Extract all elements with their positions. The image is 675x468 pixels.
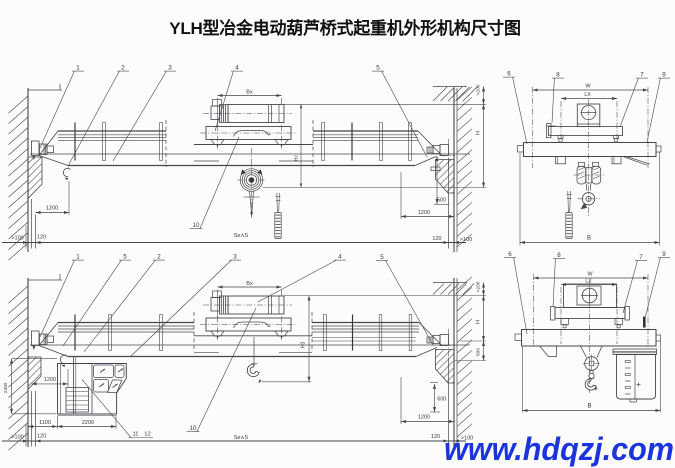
svg-text:9: 9 — [662, 251, 666, 258]
svg-text:>100: >100 — [11, 236, 23, 242]
svg-text:>100: >100 — [11, 435, 23, 441]
svg-text:www.hdqzj.com: www.hdqzj.com — [444, 431, 674, 467]
svg-text:1100: 1100 — [39, 420, 51, 426]
svg-text:3: 3 — [168, 65, 172, 72]
svg-text:4: 4 — [338, 254, 342, 261]
svg-text:LX: LX — [584, 92, 591, 98]
svg-text:7: 7 — [639, 254, 643, 261]
svg-text:1200: 1200 — [418, 210, 430, 216]
svg-text:B: B — [587, 404, 591, 410]
svg-text:1: 1 — [76, 65, 80, 72]
svg-text:500: 500 — [437, 198, 446, 204]
svg-text:H2: H2 — [294, 155, 299, 161]
svg-text:6: 6 — [508, 251, 512, 258]
svg-text:H: H — [476, 131, 482, 135]
svg-text:120: 120 — [37, 434, 46, 440]
svg-text:2: 2 — [157, 254, 161, 261]
svg-text:4: 4 — [235, 65, 239, 72]
svg-text:12: 12 — [144, 432, 150, 438]
svg-text:H: H — [476, 320, 482, 324]
svg-text:2300: 2300 — [3, 382, 9, 393]
svg-text:W: W — [585, 84, 591, 90]
svg-text:9: 9 — [662, 72, 666, 79]
svg-text:10: 10 — [190, 425, 197, 432]
svg-text:7: 7 — [640, 72, 644, 79]
svg-text:5: 5 — [376, 65, 380, 72]
svg-text:8: 8 — [557, 252, 561, 259]
svg-text:8: 8 — [556, 72, 560, 79]
svg-text:3: 3 — [233, 254, 237, 261]
svg-text:120: 120 — [431, 434, 440, 440]
svg-text:B: B — [587, 236, 591, 242]
svg-text:LX: LX — [585, 278, 592, 284]
svg-text:1200: 1200 — [44, 377, 56, 383]
svg-text:120: 120 — [37, 235, 46, 241]
svg-text:Bx: Bx — [246, 90, 253, 96]
svg-text:>200: >200 — [476, 281, 482, 292]
svg-text:1200: 1200 — [46, 206, 58, 212]
svg-text:120: 120 — [432, 236, 441, 242]
svg-text:Bx: Bx — [246, 281, 253, 287]
svg-text:YLH型冶金电动葫芦桥式起重机外形机构尺寸图: YLH型冶金电动葫芦桥式起重机外形机构尺寸图 — [169, 18, 521, 38]
svg-text:2200: 2200 — [82, 420, 94, 426]
svg-text:6: 6 — [507, 71, 511, 78]
svg-text:H3: H3 — [301, 342, 307, 349]
svg-text:5: 5 — [380, 254, 384, 261]
svg-text:>100: >100 — [461, 436, 473, 442]
svg-text:>200: >200 — [476, 84, 482, 95]
svg-text:11: 11 — [132, 432, 138, 438]
svg-text:Sе∧S: Sе∧S — [234, 435, 249, 441]
svg-text:Sе∧S: Sе∧S — [234, 233, 249, 239]
svg-text:W: W — [587, 272, 593, 278]
svg-text:10: 10 — [193, 222, 200, 229]
svg-text:600: 600 — [437, 397, 446, 403]
svg-text:1200: 1200 — [418, 415, 430, 421]
svg-text:>100: >100 — [460, 237, 472, 243]
svg-text:500: 500 — [476, 348, 482, 356]
svg-text:2: 2 — [121, 65, 125, 72]
svg-text:5: 5 — [123, 254, 127, 261]
svg-text:1: 1 — [76, 254, 80, 261]
